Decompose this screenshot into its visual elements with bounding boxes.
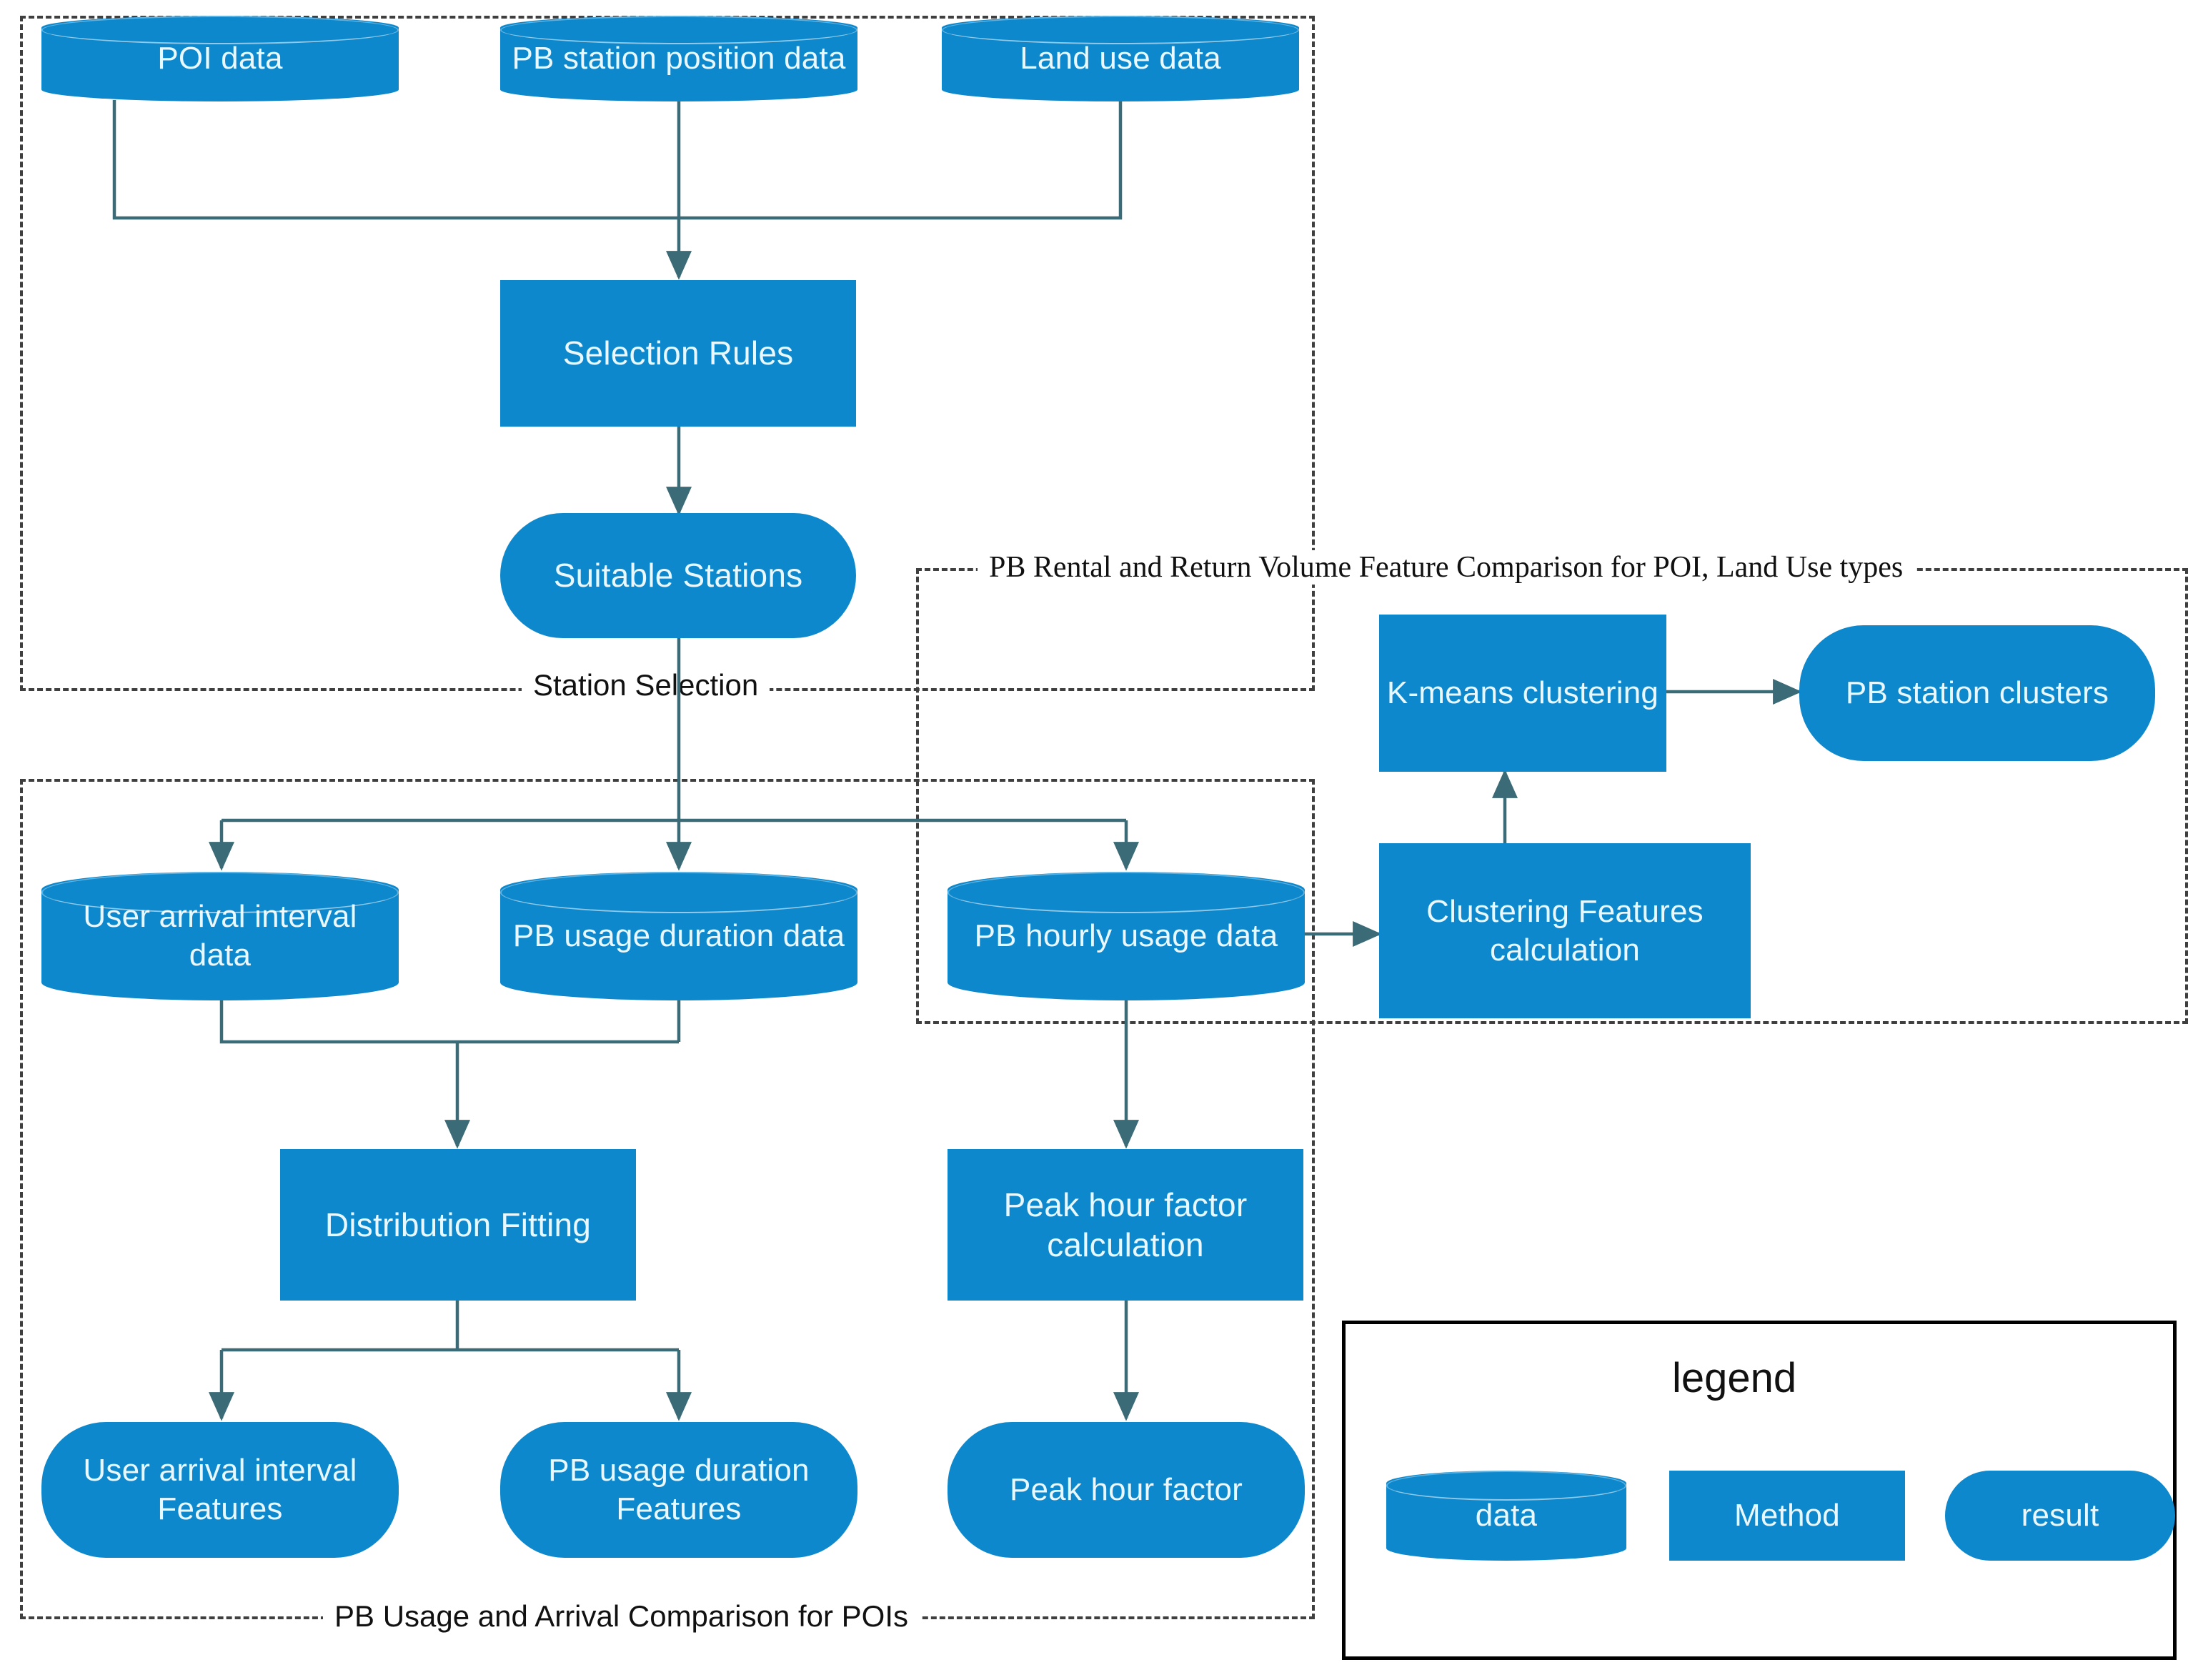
node-label: PB hourly usage data — [974, 918, 1278, 954]
cylinder-lip-icon — [500, 872, 857, 913]
legend-label-data: data — [1475, 1498, 1538, 1534]
cylinder-lip-icon — [948, 872, 1305, 913]
node-label: User arrival interval Features — [83, 1453, 357, 1526]
legend-label-method: Method — [1734, 1498, 1840, 1534]
legend-shape-result: result — [1945, 1471, 2175, 1561]
node-label: Selection Rules — [562, 334, 794, 372]
legend-title: legend — [1672, 1355, 1797, 1401]
node-pb-station-clusters[interactable]: PB station clusters — [1799, 625, 2155, 761]
node-label: User arrival interval data — [83, 899, 357, 973]
node-kmeans-clustering[interactable]: K-means clustering — [1379, 615, 1666, 772]
group-label-station-selection: Station Selection — [522, 668, 770, 702]
node-label: Peak hour factor calculation — [1003, 1186, 1248, 1263]
group-label-usage-arrival: PB Usage and Arrival Comparison for POIs — [323, 1599, 920, 1634]
node-label: Suitable Stations — [553, 557, 803, 595]
node-clustering-features-calculation[interactable]: Clustering Features calculation — [1379, 843, 1751, 1018]
node-poi-data[interactable]: POI data — [41, 16, 399, 101]
node-label: Distribution Fitting — [324, 1206, 592, 1243]
node-peak-hour-factor-calculation[interactable]: Peak hour factor calculation — [948, 1149, 1303, 1301]
node-label: PB station clusters — [1845, 675, 2109, 711]
legend-shape-method: Method — [1669, 1471, 1905, 1561]
node-pb-hourly-usage-data[interactable]: PB hourly usage data — [948, 872, 1305, 1000]
node-label: Land use data — [1020, 41, 1221, 76]
node-user-arrival-interval-data[interactable]: User arrival interval data — [41, 872, 399, 1000]
node-label: K-means clustering — [1386, 675, 1659, 711]
node-selection-rules[interactable]: Selection Rules — [500, 280, 856, 427]
node-pb-usage-duration-data[interactable]: PB usage duration data — [500, 872, 857, 1000]
node-label: PB station position data — [512, 41, 846, 76]
node-suitable-stations[interactable]: Suitable Stations — [500, 513, 856, 638]
node-label: POI data — [157, 41, 283, 76]
group-label-rental-return: PB Rental and Return Volume Feature Comp… — [978, 550, 1915, 585]
node-label: Clustering Features calculation — [1426, 893, 1704, 968]
legend-label-result: result — [2021, 1498, 2099, 1534]
node-pb-usage-duration-features[interactable]: PB usage duration Features — [500, 1422, 857, 1558]
node-label: Peak hour factor — [1009, 1472, 1243, 1508]
node-distribution-fitting[interactable]: Distribution Fitting — [280, 1149, 636, 1301]
node-user-arrival-interval-features[interactable]: User arrival interval Features — [41, 1422, 399, 1558]
legend-shape-data: data — [1386, 1471, 1626, 1561]
node-land-use-data[interactable]: Land use data — [942, 16, 1299, 101]
node-peak-hour-factor[interactable]: Peak hour factor — [948, 1422, 1305, 1558]
node-pb-station-position-data[interactable]: PB station position data — [500, 16, 857, 101]
node-label: PB usage duration Features — [548, 1453, 810, 1526]
node-label: PB usage duration data — [512, 918, 845, 954]
